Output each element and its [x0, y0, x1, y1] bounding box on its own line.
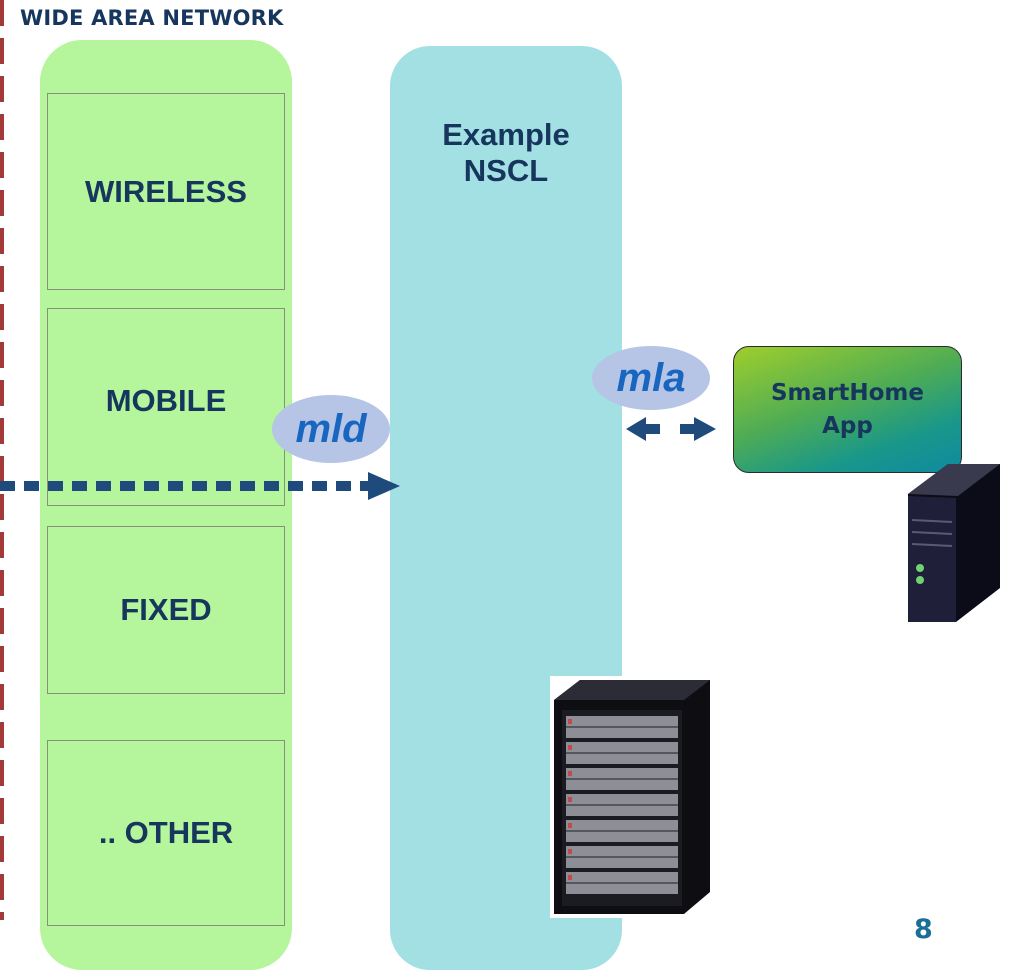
app-label-line2: App	[822, 412, 873, 439]
page-title: WIDE AREA NETWORK	[20, 6, 284, 30]
wan-box-mobile: MOBILE	[47, 308, 285, 506]
mld-interface-label: mld	[272, 395, 390, 463]
wan-box-other: .. OTHER	[47, 740, 285, 926]
mla-text: mla	[616, 355, 686, 400]
wan-box-label: WIRELESS	[85, 173, 247, 209]
mld-dashed-arrow	[0, 472, 400, 500]
nscl-label: Example NSCL	[390, 117, 622, 189]
mld-text: mld	[295, 406, 367, 451]
tower-server-icon	[908, 464, 1000, 622]
nscl-label-line1: Example	[442, 117, 570, 152]
wan-box-label: .. OTHER	[98, 815, 234, 850]
wan-box-fixed: FIXED	[47, 526, 285, 694]
wan-box-label: MOBILE	[105, 383, 227, 418]
page-number: 8	[914, 914, 933, 945]
mla-double-arrow	[626, 417, 716, 441]
nscl-label-line2: NSCL	[463, 153, 549, 188]
smarthome-app-box: SmartHome App	[733, 346, 962, 473]
app-label-line1: SmartHome	[770, 379, 924, 406]
wan-box-wireless: WIRELESS	[47, 93, 285, 290]
rack-server-icon	[550, 676, 716, 918]
mla-interface-label: mla	[592, 346, 710, 410]
wan-box-label: FIXED	[120, 592, 212, 627]
left-dashed-border	[0, 0, 4, 920]
